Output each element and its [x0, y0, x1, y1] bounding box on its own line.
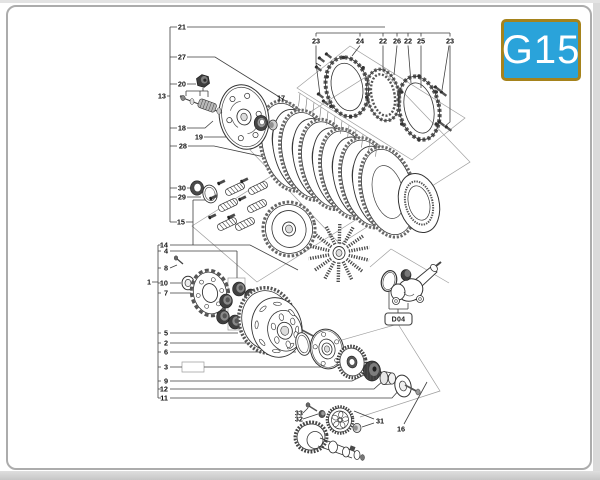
flange-bolt	[173, 255, 184, 265]
callout-24: 24	[356, 37, 365, 46]
callout-10: 10	[160, 279, 168, 288]
callout-17: 17	[277, 94, 285, 103]
callout-1: 1	[147, 278, 151, 287]
callout-23: 23	[446, 37, 454, 46]
callout-11: 11	[160, 394, 168, 403]
pump-drive-gear	[325, 405, 355, 435]
callout-3: 3	[164, 363, 168, 372]
cush-drive-plate	[189, 268, 231, 318]
callout-23: 23	[312, 37, 320, 46]
callout-29: 29	[178, 193, 186, 202]
callout-7: 7	[164, 289, 168, 298]
seal-ring	[190, 180, 204, 196]
driven-gear	[336, 344, 368, 380]
plate-tab-ticks	[298, 93, 378, 157]
spacer-sleeve	[379, 371, 396, 385]
callout-22: 22	[379, 37, 387, 46]
clutch-actuator	[390, 261, 442, 305]
page-edge-right	[593, 3, 600, 474]
page-edge-top	[0, 0, 600, 3]
clutch-center	[261, 200, 317, 258]
callout-31: 31	[376, 417, 384, 426]
adjuster-screw-spring	[179, 95, 223, 115]
callout-12: 12	[160, 385, 168, 394]
rear-hub-flange	[309, 328, 345, 370]
callout-19: 19	[195, 133, 203, 142]
callout-28: 28	[179, 142, 187, 151]
ref-box[interactable]: D04	[384, 312, 413, 326]
callout-27: 27	[178, 53, 186, 62]
callout-26: 26	[393, 37, 401, 46]
splined-pinion	[363, 360, 381, 382]
callout-8: 8	[164, 264, 168, 273]
pump-screw	[305, 402, 318, 412]
callout-6: 6	[164, 348, 168, 357]
callout-22: 22	[404, 37, 412, 46]
page-edge-bottom	[0, 471, 600, 480]
pushrod-tip	[404, 384, 421, 396]
ref-box-label: D04	[392, 317, 406, 324]
callout-16: 16	[397, 425, 405, 434]
thrust-washer	[394, 374, 412, 398]
clutch-springs	[207, 177, 269, 232]
callout-18: 18	[178, 124, 186, 133]
callout-9: 9	[164, 377, 168, 386]
clutch-plate-stack	[258, 99, 418, 239]
pump-cup	[318, 410, 326, 418]
clutch-nut	[196, 74, 210, 88]
clutch-basket	[237, 285, 303, 358]
callout-30: 30	[178, 184, 186, 193]
callout-15: 15	[177, 218, 185, 227]
pressure-plate	[218, 84, 270, 150]
idler-gear-shaft	[293, 420, 365, 461]
callout-32: 32	[295, 415, 303, 424]
splined-steel-plate	[397, 172, 441, 234]
callout-5: 5	[164, 329, 168, 338]
ring-bolt-dots	[325, 55, 438, 142]
spring-retainer-ring-right	[396, 74, 442, 142]
callout-4: 4	[164, 247, 169, 256]
pump-bushing	[352, 422, 362, 433]
callout-20: 20	[178, 80, 186, 89]
callout-21: 21	[178, 23, 186, 32]
release-bearing	[253, 115, 278, 131]
page-code-badge: G15	[501, 19, 581, 81]
hub-fins	[308, 223, 370, 283]
callout-14: 14	[160, 241, 169, 250]
callout-33: 33	[295, 409, 303, 418]
callout-25: 25	[417, 37, 425, 46]
o-ring	[380, 270, 398, 292]
spring-retainer-ring-left	[323, 55, 371, 119]
callout-13: 13	[158, 92, 166, 101]
callout-2: 2	[164, 339, 168, 348]
shim-ring	[295, 332, 311, 356]
